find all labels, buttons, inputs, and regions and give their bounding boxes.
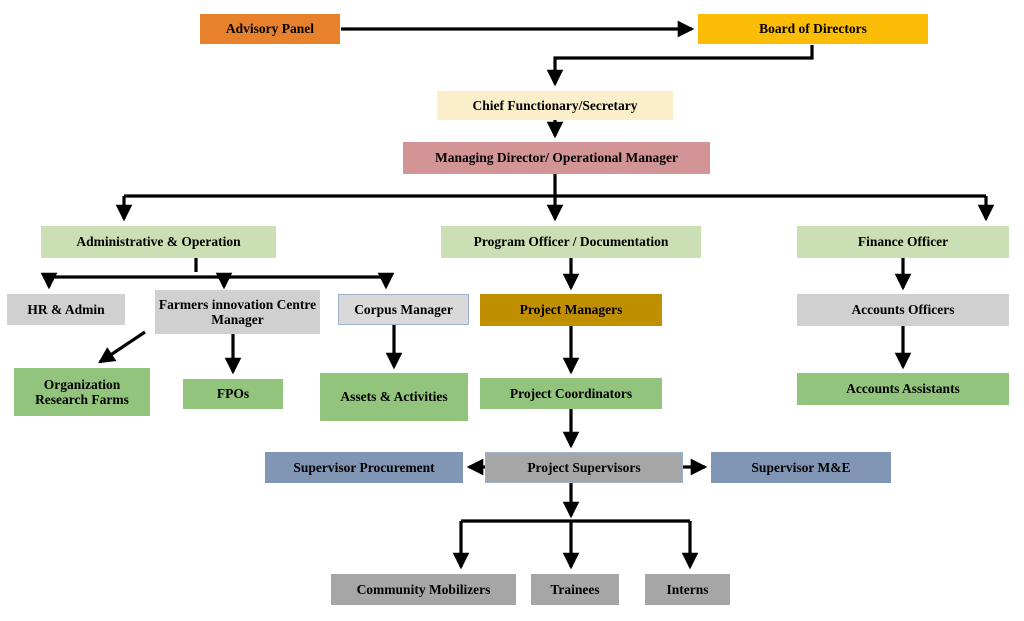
edge-board-to-chief <box>546 45 814 87</box>
org-node-project-managers[interactable]: Project Managers <box>480 294 662 326</box>
org-node-chief-functionary-secretary[interactable]: Chief Functionary/Secretary <box>437 91 673 120</box>
org-node-label: Farmers innovation Centre Manager <box>158 296 317 327</box>
org-node-advisory-panel[interactable]: Advisory Panel <box>200 14 340 44</box>
org-node-hr-admin[interactable]: HR & Admin <box>7 294 125 325</box>
org-node-label: Corpus Manager <box>354 301 453 317</box>
org-node-label: Advisory Panel <box>225 21 315 37</box>
org-node-organization-research-farms[interactable]: Organization Research Farms <box>14 368 150 416</box>
org-node-label: Chief Functionary/Secretary <box>472 97 638 113</box>
org-node-fpos[interactable]: FPOs <box>183 379 283 409</box>
org-node-label: Project Coordinators <box>509 385 633 401</box>
org-node-label: Program Officer / Documentation <box>473 234 669 250</box>
org-node-label: Board of Directors <box>759 21 867 37</box>
org-node-label: Administrative & Operation <box>76 234 241 250</box>
org-node-label: Supervisor Procurement <box>293 459 435 475</box>
edge-md-bus <box>115 174 995 222</box>
org-node-finance-officer[interactable]: Finance Officer <box>797 226 1009 258</box>
org-node-administrative-operation[interactable]: Administrative & Operation <box>41 226 276 258</box>
org-node-label: Accounts Assistants <box>846 381 960 397</box>
edge-admin-bus <box>40 258 395 290</box>
org-node-label: Finance Officer <box>857 234 949 250</box>
edge-farmers-to-research-farms <box>98 330 146 364</box>
org-node-supervisor-me[interactable]: Supervisor M&E <box>711 452 891 483</box>
org-node-label: Interns <box>666 581 709 597</box>
org-node-farmers-innovation-centre-manager[interactable]: Farmers innovation Centre Manager <box>155 290 320 334</box>
org-node-label: Community Mobilizers <box>356 581 491 597</box>
org-node-label: Trainees <box>550 581 600 597</box>
org-node-label: Accounts Officers <box>851 302 955 318</box>
org-node-label: Project Managers <box>519 302 623 318</box>
org-node-label: Supervisor M&E <box>751 459 851 475</box>
org-node-assets-activities[interactable]: Assets & Activities <box>320 373 468 421</box>
edge-supervisors-bus <box>452 483 699 570</box>
org-node-project-supervisors[interactable]: Project Supervisors <box>485 452 683 483</box>
org-node-board-of-directors[interactable]: Board of Directors <box>698 14 928 44</box>
org-node-label: HR & Admin <box>27 301 105 317</box>
org-node-label: Project Supervisors <box>527 459 641 475</box>
org-node-label: Managing Director/ Operational Manager <box>434 150 679 166</box>
org-node-supervisor-procurement[interactable]: Supervisor Procurement <box>265 452 463 483</box>
org-node-label: FPOs <box>216 386 250 402</box>
org-node-community-mobilizers[interactable]: Community Mobilizers <box>331 574 516 605</box>
org-node-interns[interactable]: Interns <box>645 574 730 605</box>
org-node-managing-director[interactable]: Managing Director/ Operational Manager <box>403 142 710 174</box>
org-node-accounts-assistants[interactable]: Accounts Assistants <box>797 373 1009 405</box>
org-node-accounts-officers[interactable]: Accounts Officers <box>797 294 1009 326</box>
org-node-label: Organization Research Farms <box>35 376 129 407</box>
org-node-label: Assets & Activities <box>340 389 448 405</box>
org-node-trainees[interactable]: Trainees <box>531 574 619 605</box>
org-node-corpus-manager[interactable]: Corpus Manager <box>338 294 469 325</box>
org-node-program-officer-documentation[interactable]: Program Officer / Documentation <box>441 226 701 258</box>
org-node-project-coordinators[interactable]: Project Coordinators <box>480 378 662 409</box>
